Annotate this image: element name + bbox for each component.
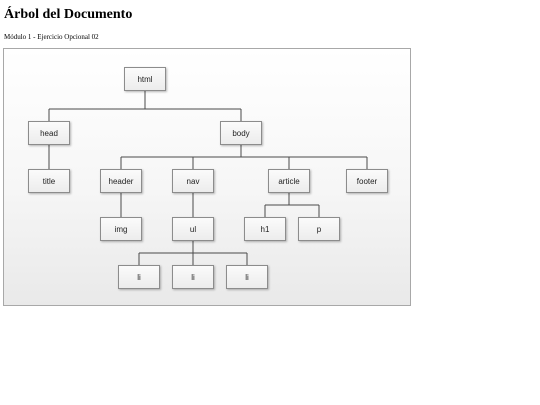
- node-head: head: [28, 121, 70, 145]
- node-article: article: [268, 169, 310, 193]
- node-title: title: [28, 169, 70, 193]
- node-li-3: li: [226, 265, 268, 289]
- node-h1: h1: [244, 217, 286, 241]
- page-subtitle: Módulo 1 - Ejercicio Opcional 02: [4, 33, 99, 41]
- node-footer: footer: [346, 169, 388, 193]
- node-header: header: [100, 169, 142, 193]
- page-title: Árbol del Documento: [4, 7, 133, 22]
- node-img: img: [100, 217, 142, 241]
- node-html: html: [124, 67, 166, 91]
- document-tree-diagram: html head body title header nav article …: [3, 48, 411, 306]
- node-body: body: [220, 121, 262, 145]
- node-ul: ul: [172, 217, 214, 241]
- node-nav: nav: [172, 169, 214, 193]
- tree-connectors: [48, 91, 368, 265]
- node-li-1: li: [118, 265, 160, 289]
- node-li-2: li: [172, 265, 214, 289]
- node-p: p: [298, 217, 340, 241]
